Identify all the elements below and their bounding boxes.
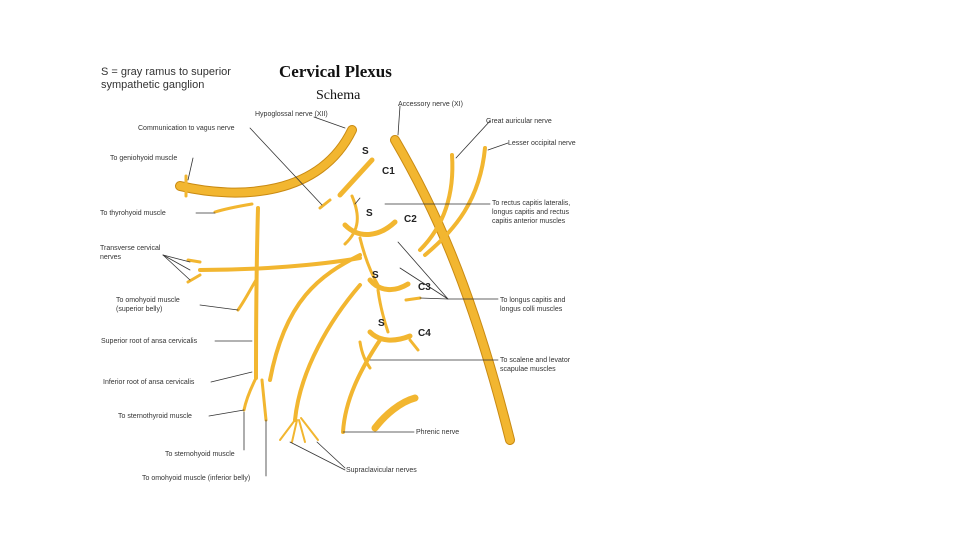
label-longus: To longus capitis and longus colli muscl… [500, 296, 565, 314]
label-transverse-line-2: nerves [100, 254, 122, 261]
label-hypoglossal: Hypoglossal nerve (XII) [255, 111, 328, 118]
phrenic-nerve [341, 338, 382, 434]
c1-root [337, 157, 375, 198]
label-rectus-line-1: To rectus capitis lateralis, [492, 200, 571, 207]
scalene-branch [358, 340, 372, 370]
label-great-auricular: Great auricular nerve [486, 118, 552, 125]
legend-line-2: sympathetic ganglion [101, 79, 205, 91]
level-s3: S [372, 270, 379, 281]
diagram-subtitle: Schema [316, 88, 361, 103]
thyrohyoid-branch [213, 202, 254, 214]
c3-c4-loop [376, 288, 390, 334]
label-scalene-line-2: scapulae muscles [500, 366, 556, 373]
label-transverse-line-1: Transverse cervical [100, 245, 161, 252]
level-s4: S [378, 318, 385, 329]
label-sternohyoid: To sternohyoid muscle [165, 451, 235, 458]
label-supraclavicular: Supraclavicular nerves [346, 467, 417, 474]
label-longus-line-2: longus colli muscles [500, 306, 563, 313]
label-rectus-line-3: capitis anterior muscles [492, 218, 566, 225]
c4-root [367, 329, 413, 343]
legend: S = gray ramus to superior sympathetic g… [101, 66, 271, 92]
label-omohyoid-sup-line-2: (superior belly) [116, 306, 163, 313]
label-omohyoid-inferior: To omohyoid muscle (inferior belly) [142, 475, 251, 482]
c1-c2-loop [343, 194, 359, 246]
label-communication-vagus: Communication to vagus nerve [138, 125, 235, 132]
c3-root [367, 277, 411, 292]
label-rectus-capitis: To rectus capitis lateralis, longus capi… [492, 199, 570, 226]
inferior-root-ansa [268, 253, 362, 382]
label-scalene: To scalene and levator scapulae muscles [500, 356, 570, 374]
label-accessory: Accessory nerve (XI) [398, 101, 463, 108]
label-transverse-cervical: Transverse cervical nerves [100, 244, 160, 262]
clavicle-stub [371, 394, 419, 432]
superior-root-ansa [254, 206, 260, 380]
level-s1: S [362, 146, 369, 157]
label-lesser-occipital: Lesser occipital nerve [508, 140, 576, 147]
lesser-occipital-nerve [423, 146, 487, 257]
legend-line-1: S = gray ramus to superior [101, 66, 231, 78]
hypoglossal-nerve [176, 126, 356, 197]
diagram-title: Cervical Plexus [279, 62, 392, 81]
label-omohyoid-sup-line-1: To omohyoid muscle [116, 297, 180, 304]
great-auricular-nerve [418, 153, 455, 252]
level-s2: S [366, 208, 373, 219]
c2-c3-loop [358, 236, 380, 287]
ansa-branch-1 [242, 376, 258, 412]
level-c1: C1 [382, 166, 395, 177]
label-phrenic: Phrenic nerve [416, 429, 460, 436]
omohyoid-superior-branch [236, 278, 258, 312]
vagus-communication [318, 198, 332, 210]
accessory-nerve [391, 136, 514, 444]
label-inferior-root: Inferior root of ansa cervicalis [103, 379, 195, 386]
c2-root [342, 219, 398, 237]
label-sternothyroid: To sternothyroid muscle [118, 413, 192, 420]
level-c4: C4 [418, 328, 431, 339]
level-c2: C2 [404, 214, 417, 225]
label-superior-root: Superior root of ansa cervicalis [101, 338, 198, 345]
ansa-branch-2 [260, 378, 268, 422]
label-longus-line-1: To longus capitis and [500, 297, 566, 304]
supraclavicular-trunk [293, 283, 362, 422]
label-geniohyoid: To geniohyoid muscle [110, 155, 178, 162]
label-rectus-line-2: longus capitis and rectus [492, 209, 570, 216]
label-omohyoid-superior: To omohyoid muscle (superior belly) [116, 296, 180, 314]
transverse-cervical-nerve [198, 256, 362, 272]
label-scalene-line-1: To scalene and levator [500, 357, 571, 364]
label-thyrohyoid: To thyrohyoid muscle [100, 210, 166, 217]
level-c3: C3 [418, 282, 431, 293]
